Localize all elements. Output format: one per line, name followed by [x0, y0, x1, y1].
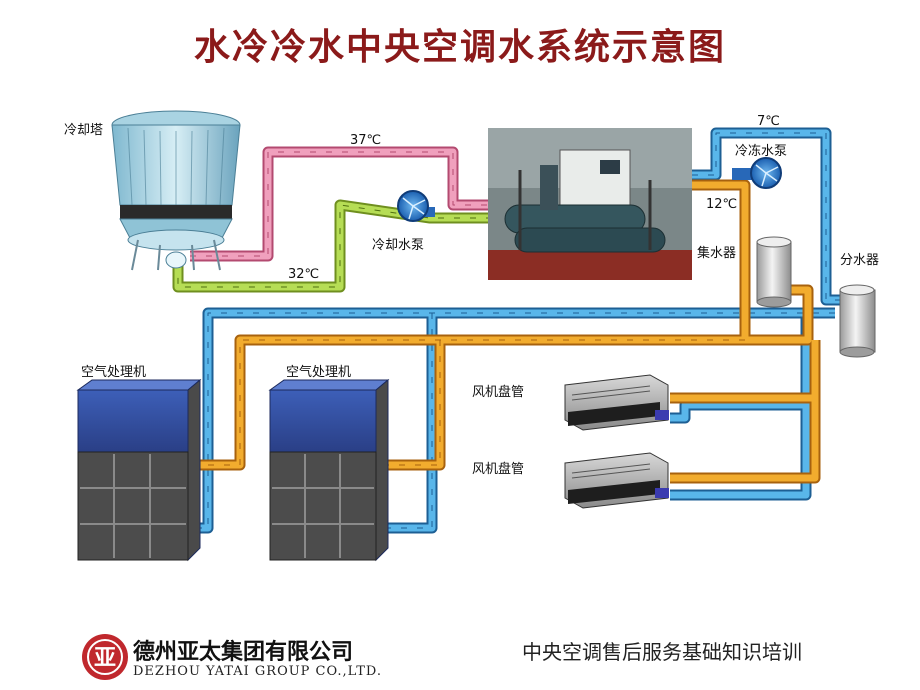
water-distributor	[839, 284, 876, 358]
collector-label: 集水器	[697, 245, 736, 261]
company-logo-icon: 亚	[82, 634, 128, 680]
fan-coil-unit-1	[564, 374, 669, 431]
distributor-label: 分水器	[840, 253, 879, 268]
air-handling-unit-2	[268, 378, 390, 562]
air-handling-unit-1	[76, 378, 202, 562]
chilled-pump-label: 冷冻水泵	[735, 143, 787, 159]
cooling-pump-label: 冷却水泵	[372, 238, 424, 253]
ahu-2-label: 空气处理机	[286, 364, 351, 380]
chilled-supply-pipe	[178, 127, 855, 534]
fan-coil-unit-2	[564, 452, 669, 509]
cooling-tower	[111, 110, 241, 271]
fcu-1-label: 风机盘管	[472, 384, 524, 400]
course-title: 中央空调售后服务基础知识培训	[522, 640, 802, 664]
cooling-return-pipe	[172, 199, 492, 293]
logo-glyph: 亚	[94, 646, 116, 671]
temp-chilled-return: 12℃	[706, 197, 737, 212]
page-title: 水冷冷水中央空调水系统示意图	[193, 27, 726, 68]
temp-cooling-return: 32℃	[288, 267, 319, 282]
cooling-supply-pipe	[190, 146, 492, 262]
temp-chilled-supply: 7℃	[757, 114, 780, 129]
water-collector	[756, 236, 792, 308]
company-name: 德州亚太集团有限公司	[133, 640, 354, 665]
chiller-unit	[488, 128, 692, 280]
temp-cooling-supply: 37℃	[350, 133, 381, 148]
ahu-1-label: 空气处理机	[81, 364, 146, 380]
cooling-water-pump	[397, 190, 435, 222]
cooling-tower-label: 冷却塔	[64, 123, 103, 138]
chilled-water-pump	[732, 157, 782, 189]
company-name-en: DEZHOU YATAI GROUP CO.,LTD.	[133, 664, 383, 679]
fcu-2-label: 风机盘管	[472, 461, 524, 477]
